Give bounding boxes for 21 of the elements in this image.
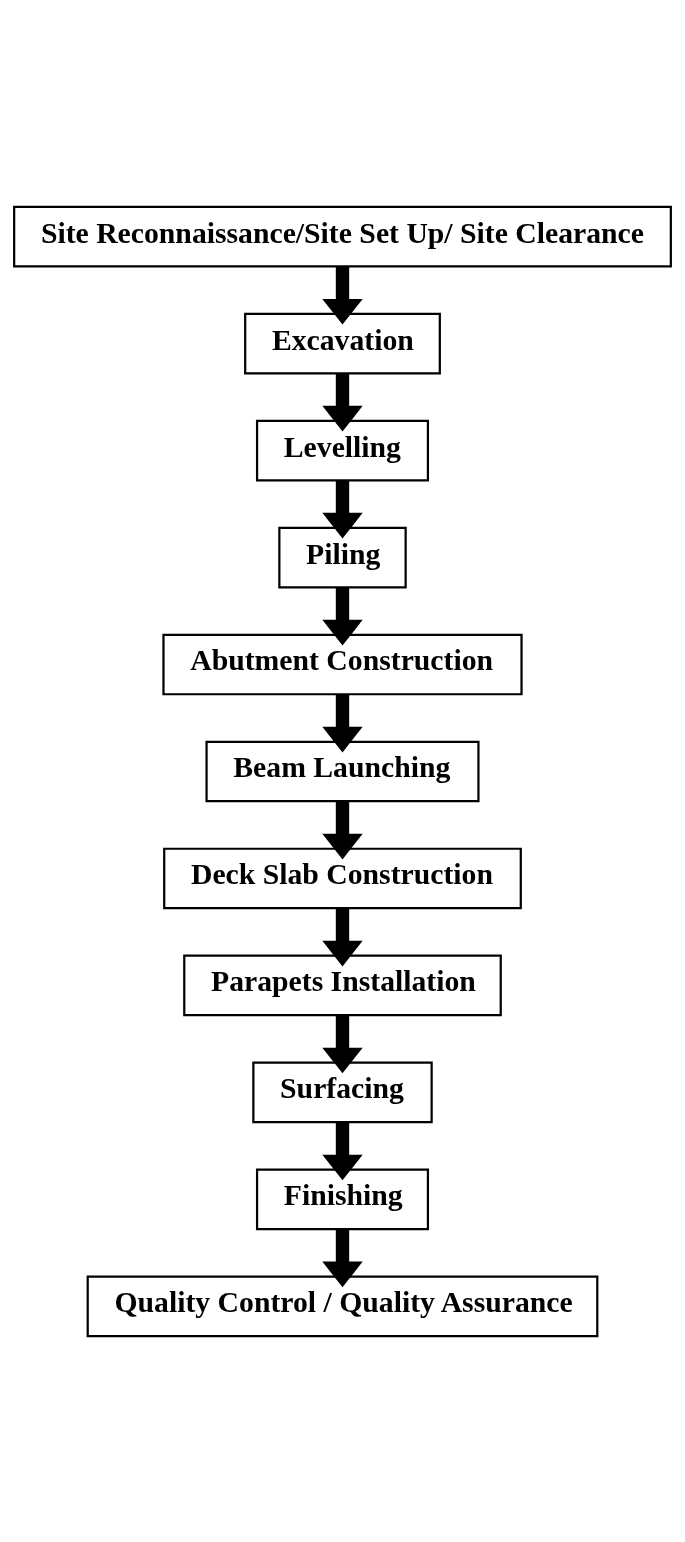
node-box: Levelling (255, 419, 430, 481)
node-box: Excavation (244, 312, 441, 374)
node-box: Piling (278, 526, 407, 588)
node-box: Site Reconnaissance/Site Set Up/ Site Clearance (13, 205, 672, 267)
arrow (322, 800, 363, 859)
arrow (322, 693, 363, 752)
node-box: Beam Launching (205, 740, 480, 802)
node-box: Deck Slab Construction (163, 847, 522, 909)
node-box: Finishing (255, 1168, 430, 1230)
arrow (322, 1228, 363, 1287)
arrow (322, 373, 363, 432)
arrow (322, 266, 363, 325)
node-box: Surfacing (252, 1061, 433, 1123)
node-box: Quality Control / Quality Assurance (86, 1275, 599, 1337)
node-box: Abutment Construction (162, 633, 523, 695)
arrow (322, 1014, 363, 1073)
arrow (322, 586, 363, 645)
arrow (322, 1121, 363, 1180)
arrow (322, 907, 363, 966)
arrow (322, 480, 363, 538)
node-box: Parapets Installation (183, 954, 502, 1016)
